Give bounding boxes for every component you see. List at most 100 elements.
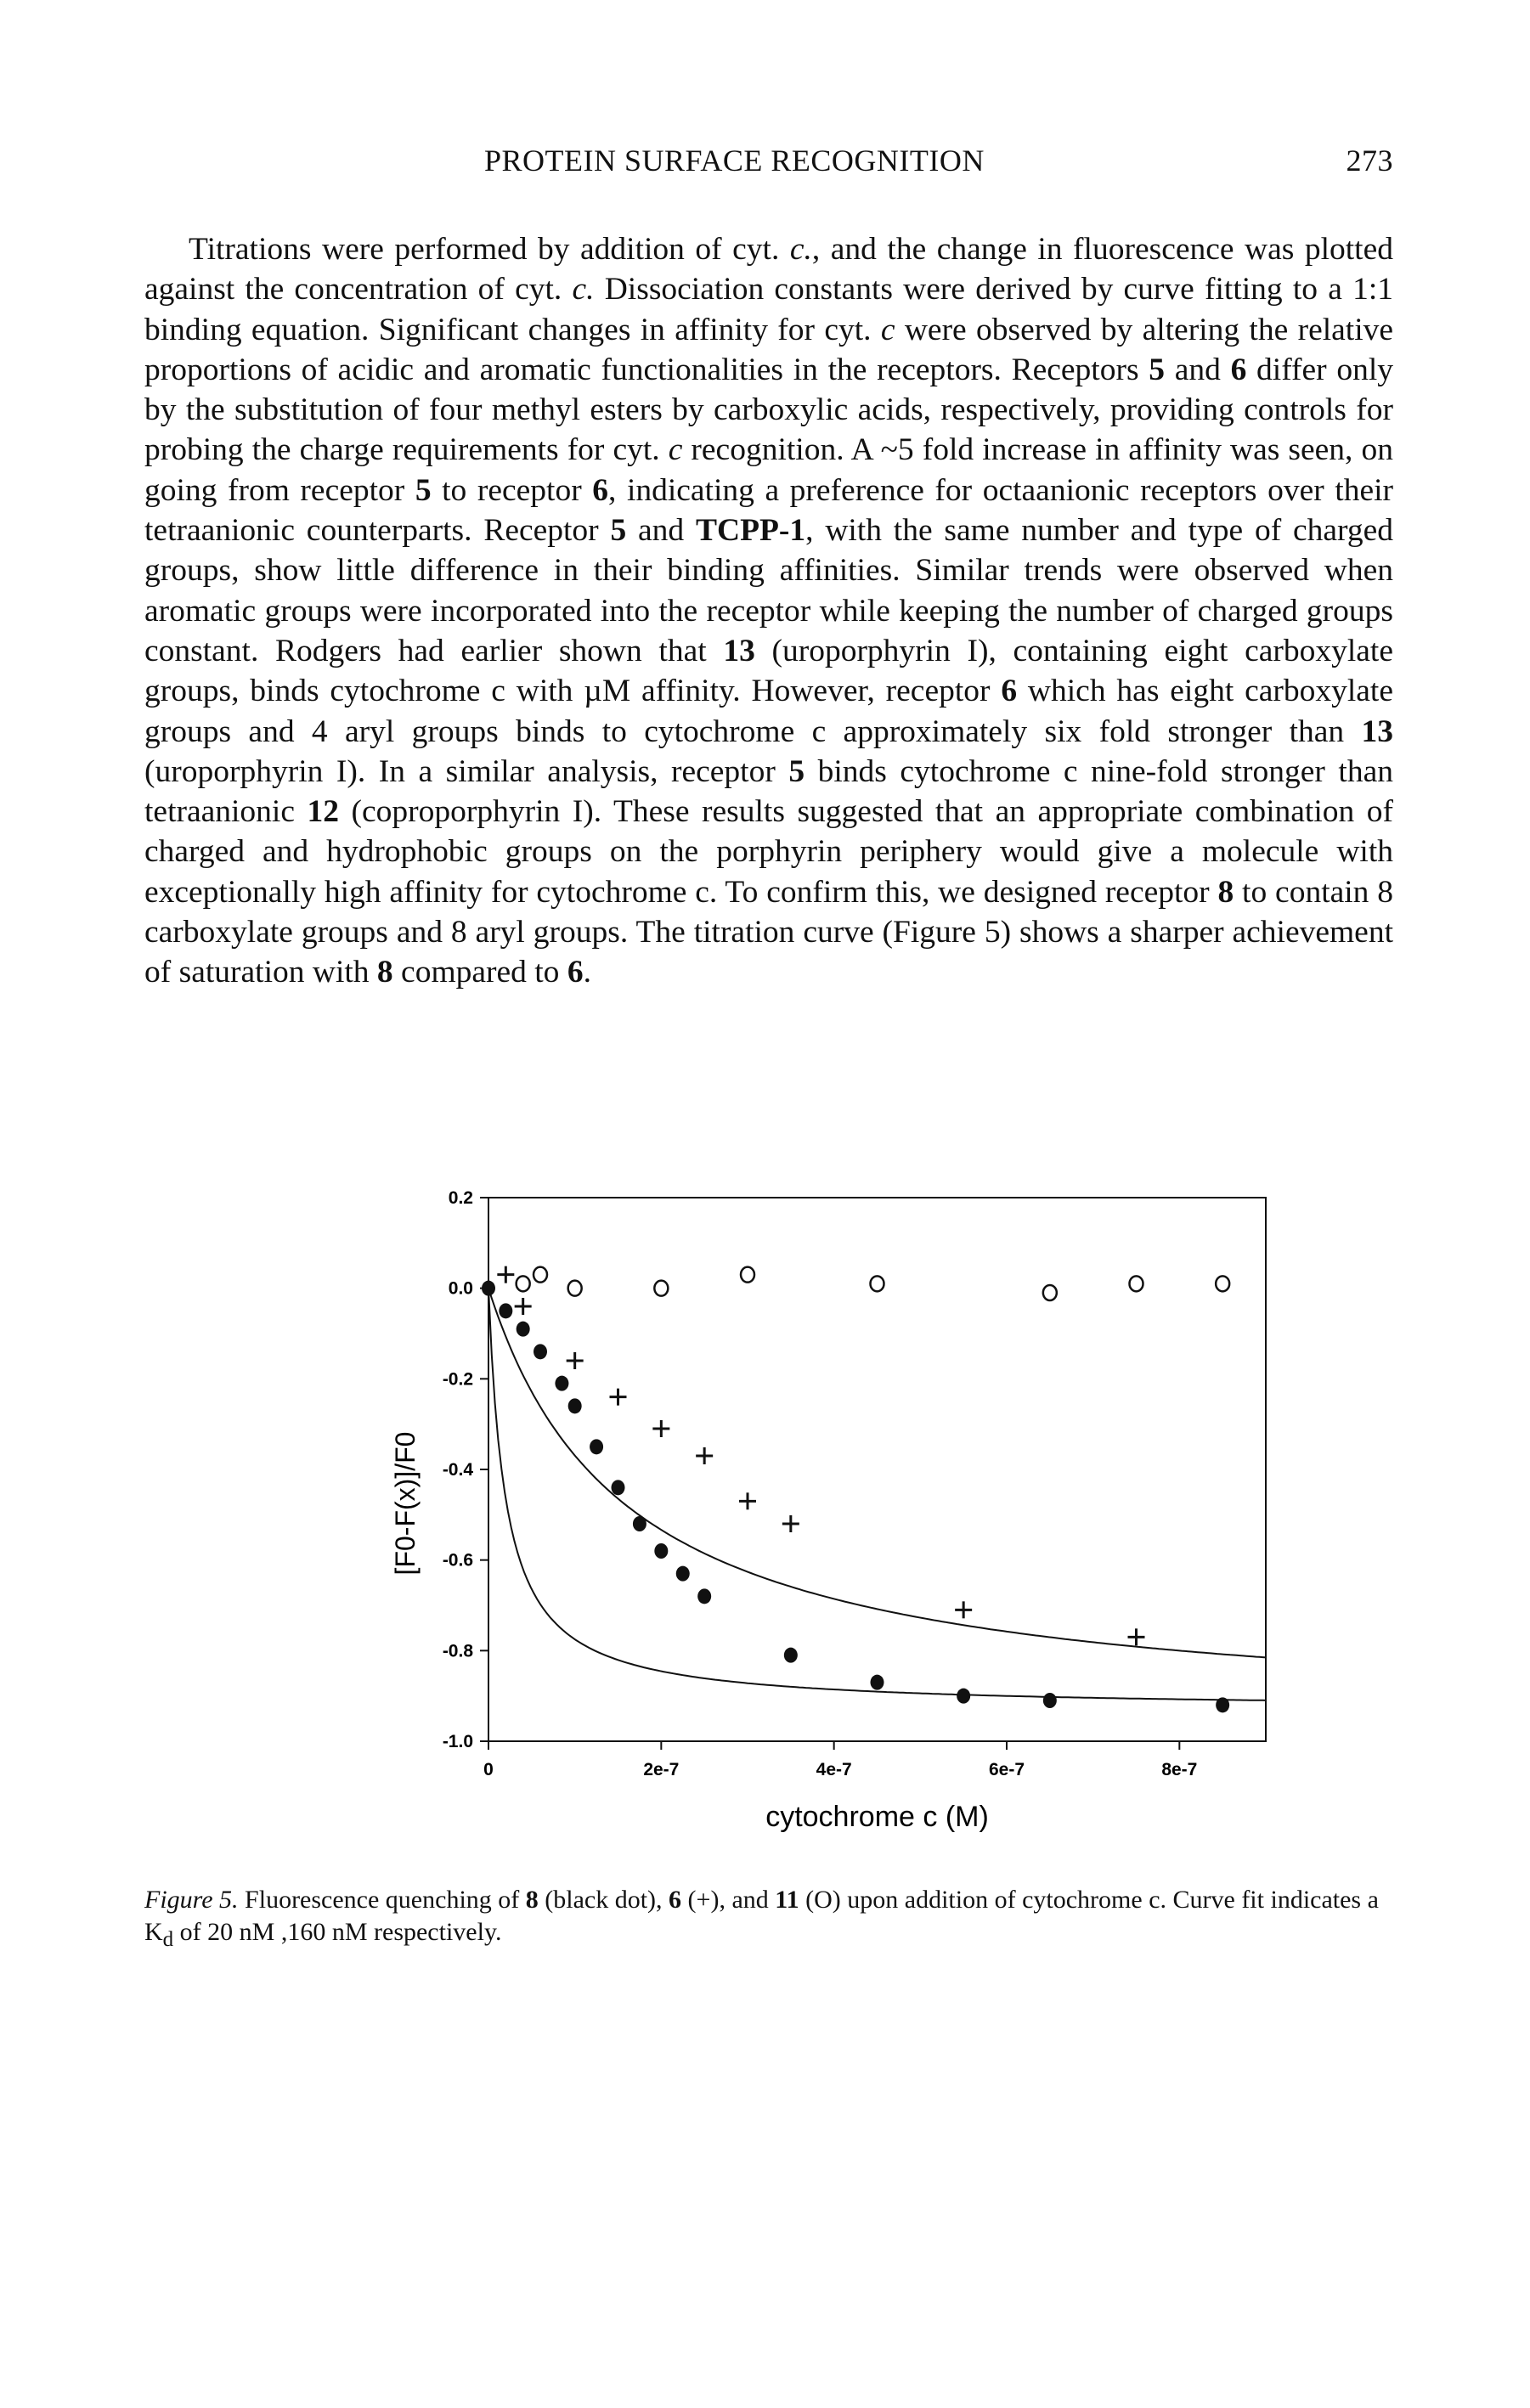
caption-text-run: d	[162, 1928, 174, 1951]
plot-frame	[488, 1197, 1267, 1742]
y-tick-label: -0.4	[443, 1460, 474, 1480]
body-text-run: 12	[307, 794, 340, 830]
fit-curves	[488, 1288, 1267, 1701]
body-paragraph: Titrations were performed by addition of…	[144, 229, 1393, 993]
data-point-dot	[590, 1439, 604, 1455]
body-text-run: 5	[415, 472, 432, 508]
data-point-plus	[1127, 1628, 1145, 1646]
body-text-run: 6	[592, 472, 609, 508]
caption-text-run: 6	[669, 1886, 682, 1914]
caption-text-run: of 20 nM ,160 nM respectively.	[173, 1918, 502, 1946]
body-text-run: 13	[723, 633, 755, 668]
body-text-run: to contain 8 carboxylate groups and 8 ar…	[144, 874, 1393, 990]
y-tick-label: -0.6	[443, 1551, 473, 1571]
data-point-dot	[697, 1588, 712, 1604]
data-point-circle	[532, 1266, 549, 1283]
data-point-dot	[957, 1688, 971, 1704]
body-text-run: (coproporphyrin I). These results sugges…	[144, 794, 1393, 910]
body-text-run: .	[583, 955, 591, 990]
y-tick-label: -0.8	[443, 1641, 474, 1661]
x-tick-label: 6e-7	[989, 1760, 1025, 1779]
body-text-run: c	[668, 432, 683, 468]
body-text-run: 5	[610, 513, 627, 549]
body-text-run: 8	[1217, 874, 1234, 910]
body-text-run: Dissociation constants were derived by c…	[144, 272, 1393, 347]
body-text-run: and	[626, 513, 696, 549]
data-point-circle	[869, 1275, 885, 1293]
fit-curve	[488, 1288, 1267, 1659]
body-text-run: differ only by the substitution of four …	[144, 352, 1393, 468]
data-point-circle	[1214, 1275, 1231, 1293]
data-point-plus	[739, 1492, 756, 1510]
y-tick-label: 0.0	[449, 1279, 473, 1299]
body-text-run: Titrations were performed by addition of…	[189, 232, 790, 267]
data-point-circle	[567, 1279, 583, 1297]
body-text-run: c.	[789, 232, 812, 267]
plot-border	[488, 1197, 1267, 1742]
data-point-dot	[534, 1344, 547, 1360]
x-tick-label: 8e-7	[1161, 1760, 1197, 1779]
data-point-circle	[739, 1266, 756, 1283]
body-text-run: 5	[788, 753, 805, 789]
data-point-dot	[499, 1303, 513, 1319]
series-points	[482, 1266, 1231, 1713]
caption-text-run: Fluorescence quenching of	[238, 1886, 526, 1914]
caption-text-run: (black dot),	[538, 1886, 669, 1914]
caption-text-run: 11	[775, 1886, 799, 1914]
x-axis-label: cytochrome c (M)	[765, 1801, 989, 1833]
body-text-run: which has eight carboxylate groups and 4…	[144, 674, 1393, 749]
data-point-dot	[567, 1398, 582, 1414]
data-point-dot	[516, 1321, 530, 1337]
body-text-run: 6	[567, 955, 584, 990]
data-point-dot	[1042, 1693, 1057, 1708]
data-point-plus	[514, 1298, 532, 1315]
data-point-plus	[609, 1388, 627, 1406]
body-text-run: 6	[1001, 674, 1018, 709]
body-text-run: 8	[376, 955, 393, 990]
data-point-plus	[696, 1447, 714, 1464]
data-point-dot	[870, 1674, 884, 1690]
data-point-plus	[497, 1266, 515, 1283]
y-tick-label: -0.2	[443, 1369, 473, 1389]
body-text-run: , indicating a preference for octaanioni…	[144, 472, 1394, 549]
body-text-run: to receptor	[431, 472, 593, 508]
caption-text-run: (O) upon addition of cytochrome c. Curve…	[144, 1886, 1379, 1946]
data-point-plus	[782, 1515, 799, 1532]
data-point-plus	[652, 1420, 670, 1437]
data-point-dot	[783, 1647, 798, 1663]
data-point-dot	[611, 1480, 625, 1496]
body-text-run: c	[880, 312, 895, 347]
fit-curve	[488, 1288, 1267, 1701]
body-text-run: (uroporphyrin I), containing eight carbo…	[144, 633, 1393, 709]
y-axis-label: [F0-F(x)]/F0	[390, 1432, 421, 1576]
data-point-dot	[555, 1375, 569, 1391]
body-text-run: and	[1165, 352, 1231, 387]
caption-text-run: (+), and	[681, 1886, 776, 1914]
body-text-run: binds cytochrome c nine-fold stronger th…	[144, 753, 1393, 830]
data-point-plus	[955, 1601, 973, 1619]
data-point-plus	[566, 1352, 584, 1369]
body-text-run: 6	[1230, 352, 1247, 387]
x-tick-label: 2e-7	[643, 1760, 679, 1779]
data-point-dot	[482, 1280, 495, 1296]
body-text-run: TCPP-1	[696, 513, 806, 549]
body-text-run: recognition. A ~5 fold increase in affin…	[144, 432, 1393, 508]
y-axis: 0.20.0-0.2-0.4-0.6-0.8-1.0	[443, 1188, 488, 1751]
running-head: PROTEIN SURFACE RECOGNITION 273	[144, 143, 1393, 185]
data-point-circle	[1128, 1275, 1144, 1293]
body-text-run: , with the same number and type of charg…	[144, 513, 1393, 668]
body-text-run: c.	[572, 272, 595, 307]
page-number: 273	[1346, 144, 1393, 178]
body-text-run: , and the change in fluorescence was plo…	[144, 232, 1393, 307]
y-tick-label: -1.0	[443, 1732, 473, 1751]
data-point-circle	[515, 1275, 531, 1293]
caption-text-run: Figure 5.	[144, 1886, 239, 1914]
figure-caption: Figure 5. Fluorescence quenching of 8 (b…	[144, 1884, 1393, 1956]
caption-text-run: 8	[525, 1886, 539, 1914]
data-point-dot	[1216, 1697, 1230, 1713]
x-tick-label: 0	[483, 1760, 494, 1779]
